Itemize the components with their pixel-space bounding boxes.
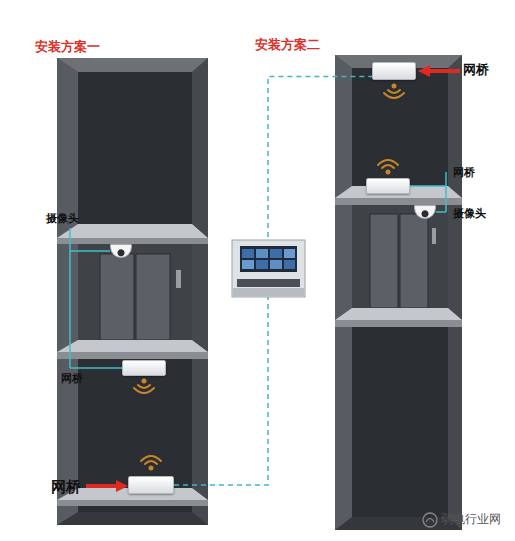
car-floor (57, 340, 208, 352)
signal-arcs (134, 385, 154, 393)
shaft-side (335, 55, 352, 530)
pit-floor-edge (57, 500, 208, 506)
car-ceiling-edge (57, 238, 208, 244)
elevator-shaft: 安装方案一摄像头网桥网桥 (57, 58, 208, 525)
car-door (370, 214, 398, 308)
camera-dome: 摄像头 (414, 205, 436, 219)
device-label: 网桥 (463, 63, 489, 78)
pointer-arrows (86, 65, 460, 492)
car-floor-edge (335, 320, 462, 327)
signal-dot (150, 467, 153, 470)
room-floor (233, 288, 304, 296)
car-floor (335, 308, 462, 320)
device-label: 网桥 (51, 479, 81, 496)
screen (256, 260, 268, 269)
signal-arcs (384, 90, 404, 98)
car-door (136, 254, 170, 340)
leader-line (410, 172, 446, 212)
device-label: 网桥 (453, 167, 475, 180)
monitor-room (232, 240, 305, 297)
signal-arcs (141, 456, 161, 464)
screen (284, 249, 295, 258)
icon-ring (423, 513, 437, 527)
signal-dot (387, 171, 390, 174)
watermark-icon (423, 513, 437, 527)
signal-arcs (378, 160, 398, 168)
shaft-top (57, 58, 208, 72)
shaft-side (448, 55, 462, 530)
right-shaft (335, 55, 462, 530)
signal-cable (174, 76, 372, 485)
signal-dot (393, 85, 396, 88)
wireless-signals (134, 85, 404, 470)
shaft-side (192, 58, 208, 525)
signal-dot (143, 380, 146, 383)
button-panel (432, 228, 436, 244)
car-floor-edge (57, 352, 208, 359)
screen (242, 260, 254, 269)
elevator-shaft: 安装方案二网桥网桥摄像头 (335, 55, 462, 530)
device-label: 网桥 (61, 373, 83, 386)
wireless-bridge: 网桥 (372, 62, 416, 80)
car-door (400, 214, 428, 308)
car-door (100, 254, 134, 340)
wireless-bridge: 网桥 (122, 360, 166, 376)
shaft-body (335, 55, 462, 530)
red-arrow (418, 65, 460, 77)
scheme-heading: 安装方案一 (35, 40, 100, 55)
car-ceiling (57, 224, 208, 238)
room-frame (232, 240, 305, 297)
console-desk (237, 279, 300, 287)
car-top-edge (335, 198, 462, 205)
device-label: 摄像头 (46, 213, 79, 226)
leader-lines (70, 172, 446, 368)
icon-mark (426, 519, 434, 523)
shaft-body (57, 58, 208, 525)
scheme-heading: 安装方案二 (255, 38, 320, 53)
shaft-side (57, 58, 78, 525)
screen (242, 249, 254, 258)
screen (270, 260, 282, 269)
car-interior (352, 205, 448, 308)
car-interior (78, 244, 192, 340)
button-panel (176, 270, 181, 288)
device-label: 摄像头 (453, 208, 486, 221)
screen (256, 249, 268, 258)
screen (270, 249, 282, 258)
shaft-back (352, 68, 448, 517)
red-arrow (86, 480, 128, 492)
shaft-back (78, 72, 192, 512)
leader-line (70, 228, 122, 368)
left-shaft (57, 58, 208, 525)
camera-dome: 摄像头 (110, 244, 132, 258)
screen (284, 260, 295, 269)
watermark: 弱电行业网 (441, 512, 501, 526)
wireless-bridge: 网桥 (128, 476, 174, 494)
video-wall (240, 246, 297, 272)
wireless-bridge: 网桥 (366, 178, 410, 194)
